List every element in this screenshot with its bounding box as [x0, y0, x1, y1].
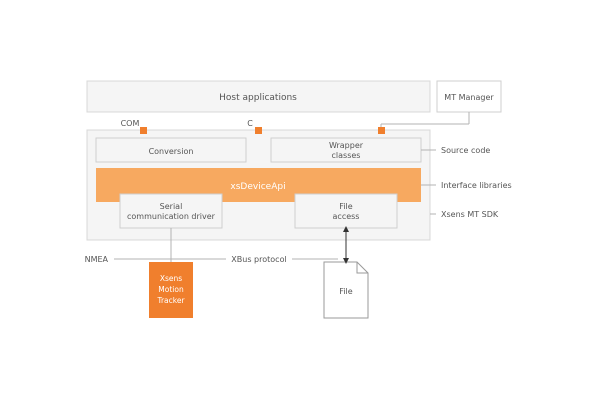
host-applications-label: Host applications: [219, 93, 297, 103]
device-api-label: xsDeviceApi: [230, 182, 285, 192]
sdk-name-label: Xsens MT SDK: [441, 210, 499, 219]
tracker-label-line3: Tracker: [156, 296, 185, 305]
wrapper-label-line2: classes: [332, 151, 361, 160]
port-label-com: COM: [121, 119, 140, 128]
tracker-label-line1: Xsens: [160, 274, 182, 283]
port-c-marker: [255, 127, 262, 134]
source-code-annotation: Source code: [421, 146, 490, 155]
serial-label-line1: Serial: [160, 202, 183, 211]
conversion-box: Conversion: [95, 137, 247, 163]
file-access-label-line1: File: [339, 202, 352, 211]
file-label: File: [339, 287, 352, 296]
file-document-icon: File: [323, 261, 369, 319]
xbus-label-background: [226, 252, 292, 265]
wrapper-label-line1: Wrapper: [329, 141, 364, 150]
file-access-box: File access: [294, 193, 398, 229]
port-com-marker: [140, 127, 147, 134]
port-wrapper-marker: [378, 127, 385, 134]
mt-manager-box: MT Manager: [436, 80, 502, 113]
mt-manager-label: MT Manager: [444, 93, 494, 102]
file-access-arrow: [343, 226, 349, 264]
interface-libraries-annotation: Interface libraries: [421, 181, 512, 190]
mt-manager-connector: [380, 112, 470, 130]
nmea-label: NMEA: [85, 255, 109, 264]
conversion-label: Conversion: [149, 147, 194, 156]
interface-libraries-label: Interface libraries: [441, 181, 512, 190]
port-label-c: C: [247, 119, 253, 128]
source-code-label: Source code: [441, 146, 490, 155]
xbus-label: XBus protocol: [231, 255, 286, 264]
file-access-label-line2: access: [333, 212, 360, 221]
host-applications-box: Host applications: [86, 80, 431, 113]
sdk-name-annotation: Xsens MT SDK: [430, 210, 499, 219]
serial-label-line2: communication driver: [127, 212, 216, 221]
tracker-label-line2: Motion: [158, 285, 184, 294]
motion-tracker-box: Xsens Motion Tracker: [149, 262, 193, 318]
serial-driver-box: Serial communication driver: [119, 193, 223, 229]
wrapper-classes-box: Wrapper classes: [270, 137, 422, 163]
